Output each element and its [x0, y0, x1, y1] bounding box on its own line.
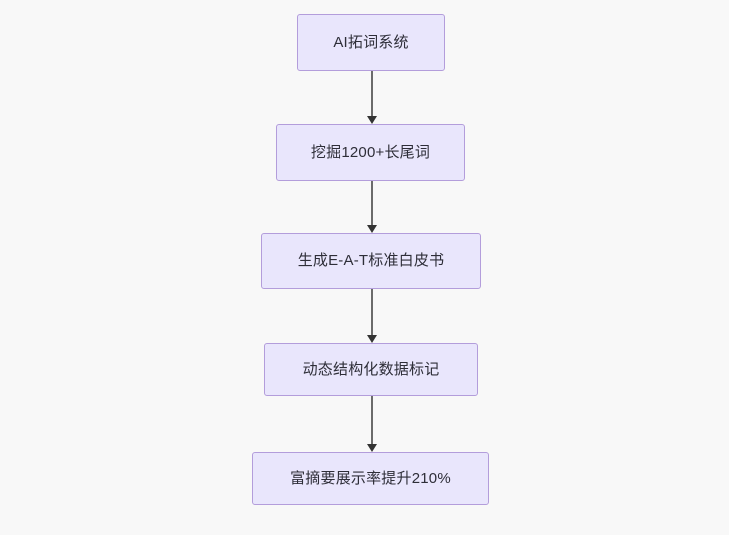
arrowhead-icon — [367, 335, 377, 343]
edge-line — [371, 289, 373, 336]
flow-node-label: 挖掘1200+长尾词 — [310, 143, 431, 161]
arrowhead-icon — [367, 444, 377, 452]
flow-node-ai-keyword-system[interactable]: AI拓词系统 — [297, 14, 445, 71]
edge-line — [371, 181, 373, 226]
flow-node-label: 动态结构化数据标记 — [302, 360, 440, 378]
flow-edge-n2-n3 — [367, 181, 377, 233]
flow-node-generate-eat-whitepaper[interactable]: 生成E-A-T标准白皮书 — [261, 233, 481, 289]
arrowhead-icon — [367, 116, 377, 124]
flow-node-label: AI拓词系统 — [333, 33, 409, 51]
flow-node-mine-longtail-keywords[interactable]: 挖掘1200+长尾词 — [276, 124, 465, 181]
flow-node-rich-snippet-impression-lift[interactable]: 富摘要展示率提升210% — [252, 452, 489, 505]
arrowhead-icon — [367, 225, 377, 233]
flow-edge-n1-n2 — [367, 71, 377, 124]
flow-node-label: 生成E-A-T标准白皮书 — [297, 252, 445, 269]
flow-edge-n3-n4 — [367, 289, 377, 343]
flow-node-dynamic-structured-data-markup[interactable]: 动态结构化数据标记 — [264, 343, 478, 396]
edge-line — [371, 396, 373, 445]
edge-line — [371, 71, 373, 117]
flow-node-label: 富摘要展示率提升210% — [290, 469, 451, 487]
flow-edge-n4-n5 — [367, 396, 377, 452]
